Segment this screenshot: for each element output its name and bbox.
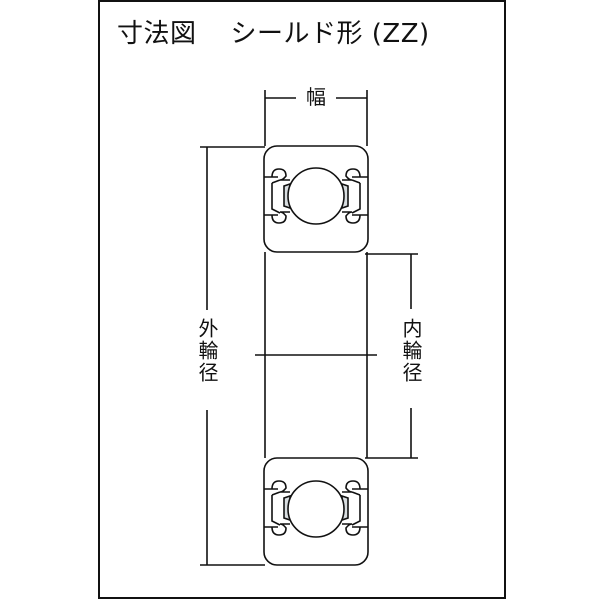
frame-top-border xyxy=(98,0,504,2)
title-subtitle: シールド形 (ZZ) xyxy=(230,19,430,49)
bearing-section-top xyxy=(263,145,369,253)
width-label: 幅 xyxy=(306,85,326,109)
inner-diameter-label: 内輪径 xyxy=(399,318,423,384)
width-dimension-line xyxy=(264,90,368,146)
title-main: 寸法図 xyxy=(117,19,197,49)
diagram-title: 寸法図 シールド形 (ZZ) xyxy=(117,13,430,50)
bearing-section-bottom xyxy=(263,457,369,566)
diagram-frame xyxy=(98,0,506,599)
outer-diameter-label: 外輪径 xyxy=(195,318,219,384)
bore-lines xyxy=(255,252,377,458)
outer-diameter-dimension-line xyxy=(200,146,265,566)
inner-diameter-dimension-line xyxy=(365,253,418,459)
